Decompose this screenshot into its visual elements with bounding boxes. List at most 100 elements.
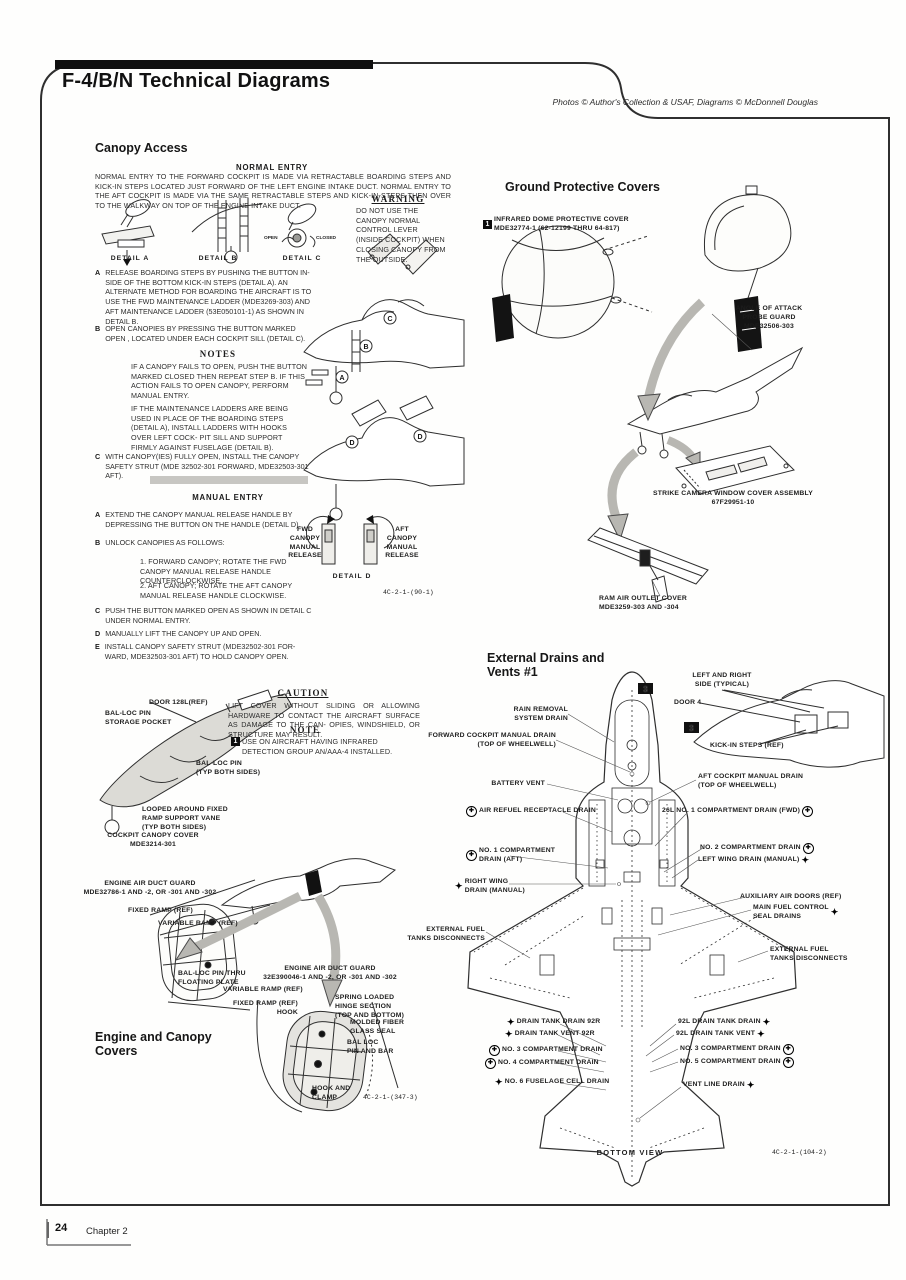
normal-entry-aircraft-sketch <box>303 299 465 405</box>
plain-drain-icon: ✦ <box>801 855 810 865</box>
manual-substep: 1. FORWARD CANOPY; ROTATE THE FWD CANOPY… <box>140 557 287 586</box>
diagram-label: LOOPED AROUND FIXED RAMP SUPPORT VANE (T… <box>142 806 228 831</box>
step-letter: A <box>95 510 101 519</box>
step-letter: B <box>95 324 101 333</box>
drain-label-group: ✦ DRAIN TANK DRAIN 92R <box>507 1018 600 1027</box>
drain-label-group: ✚ NO. 3 COMPARTMENT DRAIN <box>489 1045 603 1056</box>
drain-label-group: NO. 5 COMPARTMENT DRAIN ✚ <box>680 1057 794 1068</box>
diagram-label: FIXED RAMP (REF) HOOK <box>233 1000 299 1016</box>
drain-label-group: NO. 3 COMPARTMENT DRAIN ✚ <box>680 1044 794 1055</box>
svg-text:A: A <box>339 375 344 382</box>
cockpit-canopy-cover-sketch <box>99 689 293 835</box>
canopy-strut-sketch <box>367 233 438 275</box>
aoa-probe-guard-label: ANGLE OF ATTACK PROBE GUARD MDE32506-303 <box>735 305 803 330</box>
circled-drain-icon: ✚ <box>802 806 814 817</box>
drain-label-group: ✚ AIR REFUEL RECEPTACLE DRAIN <box>466 806 596 817</box>
warning-title: WARNING <box>371 194 425 204</box>
detail-a-sketch <box>101 199 155 266</box>
step-text: OPEN CANOPIES BY PRESSING THE BUTTON MAR… <box>105 324 306 343</box>
infrared-dome-label-group: 1 INFRARED DOME PROTECTIVE COVER MDE3277… <box>483 216 629 234</box>
plain-drain-icon: ✦ <box>495 1077 503 1087</box>
diagram-label: DOOR 128L(REF) <box>149 699 208 706</box>
diagram-label: AIR REFUEL RECEPTACLE DRAIN <box>479 807 596 815</box>
photo-credit: Photos © Author's Collection & USAF, Dia… <box>552 97 818 107</box>
section-heading-canopy-access: Canopy Access <box>95 141 188 155</box>
drain-label-group: 92L DRAIN TANK DRAIN ✦ <box>678 1018 770 1027</box>
step-text: UNLOCK CANOPIES AS FOLLOWS: <box>105 538 225 547</box>
diagram-label: 26L NO. 1 COMPARTMENT DRAIN (FWD) <box>662 807 801 815</box>
chapter-label: Chapter 2 <box>86 1226 128 1237</box>
closed-label: CLOSED <box>316 236 336 241</box>
leader-lines <box>485 313 769 1123</box>
diagram-label: NO. 3 COMPARTMENT DRAIN <box>680 1045 781 1053</box>
strike-camera-cover-sketch <box>675 445 795 495</box>
diagram-label: AUXILIARY AIR DOORS (REF) <box>740 893 842 900</box>
diagram-label: NO. 3 COMPARTMENT DRAIN <box>502 1046 603 1054</box>
step-letter: B <box>95 538 101 547</box>
detail-a-caption: DETAIL A <box>110 255 150 262</box>
aoa-probe-guard-sketch <box>734 296 762 352</box>
svg-text:B: B <box>363 344 368 351</box>
diagram-label: DOOR 4 <box>674 699 702 706</box>
diagram-label: LEFT WING DRAIN (MANUAL) <box>698 856 800 864</box>
figure-reference: 4C-2-1-(347-3) <box>363 1094 418 1101</box>
plain-drain-icon: ✦ <box>830 907 839 918</box>
notes-title: NOTES <box>199 349 237 359</box>
section-heading-engine-covers: Engine and Canopy Covers <box>95 1030 212 1059</box>
engine-covers-aircraft-sketch <box>220 858 397 925</box>
diagram-label: BATTERY VENT <box>491 780 545 787</box>
diagram-label: FIXED RAMP (REF) <box>128 907 194 914</box>
aft-release-label: AFT CANOPY MANUAL RELEASE <box>385 526 419 560</box>
plain-drain-icon: ✦ <box>757 1029 765 1039</box>
diagram-label: 92L DRAIN TANK DRAIN <box>678 1018 761 1026</box>
diagram-label: VARIABLE RAMP (REF) <box>223 986 303 993</box>
drain-label-group: MAIN FUEL CONTROL SEAL DRAINS ✦ <box>753 904 839 922</box>
fwd-release-label: FWD CANOPY MANUAL RELEASE <box>288 526 322 560</box>
drain-label-group: ✚ NO. 4 COMPARTMENT DRAIN <box>485 1058 599 1069</box>
detail-d-caption: DETAIL D <box>332 573 372 580</box>
diagram-label: BAL-LOC PIN THRU FLOATING PLATE <box>178 970 246 986</box>
note-paragraph: IF THE MAINTENANCE LADDERS ARE BEING USE… <box>131 404 289 452</box>
drain-label-group: ✦ RIGHT WING DRAIN (MANUAL) <box>455 878 525 896</box>
drain-label-group: VENT LINE DRAIN ✦ <box>683 1081 755 1090</box>
manual-step-b: B UNLOCK CANOPIES AS FOLLOWS: <box>95 538 313 548</box>
diagram-label: BAL-LOC PIN STORAGE POCKET <box>105 710 172 726</box>
drain-label-group: 92L DRAIN TANK VENT ✦ <box>676 1030 765 1039</box>
diagram-label: COCKPIT CANOPY COVER MDE3214-301 <box>107 832 199 848</box>
ram-air-cover-sketch <box>587 527 709 603</box>
page-number: 24 <box>47 1222 67 1238</box>
bottom-view-sketch <box>467 671 797 1187</box>
index-marker-3: 3 <box>638 683 653 695</box>
diagram-label: KICK-IN STEPS (REF) <box>710 742 784 749</box>
step-letter: D <box>95 629 101 638</box>
section-heading-ground-covers: Ground Protective Covers <box>505 180 660 194</box>
note-title: NOTE <box>289 725 321 735</box>
diagram-label: BAL LOC PIN AND BAR <box>347 1039 394 1055</box>
note-text: USE ON AIRCRAFT HAVING INFRARED DETECTIO… <box>242 737 393 756</box>
drain-label-group: ✦ DRAIN TANK VENT 92R <box>505 1030 595 1039</box>
diagram-label: NO. 5 COMPARTMENT DRAIN <box>680 1058 781 1066</box>
warning-text: DO NOT USE THE CANOPY NORMAL CONTROL LEV… <box>356 206 446 264</box>
circled-drain-icon: ✚ <box>802 843 814 854</box>
ram-air-cover-label: RAM AIR OUTLET COVER MDE3259-303 AND -30… <box>599 595 687 611</box>
figure-reference: 4C-2-1-(104-2) <box>772 1149 827 1156</box>
step-text: WITH CANOPY(IES) FULLY OPEN, INSTALL THE… <box>105 452 309 481</box>
diagram-label: RAIN REMOVAL SYSTEM DRAIN <box>513 706 568 722</box>
diagram-label: NO. 1 COMPARTMENT DRAIN (AFT) <box>479 847 556 863</box>
diagram-label: DRAIN TANK VENT 92R <box>514 1030 595 1038</box>
drain-label-group: LEFT WING DRAIN (MANUAL) ✦ <box>698 856 809 865</box>
drains-side-aircraft-sketch <box>693 680 885 768</box>
normal-entry-title: NORMAL ENTRY <box>236 163 308 172</box>
index-marker-1-icon: 1 <box>231 737 240 746</box>
drain-label-group: ✦ NO. 6 FUSELAGE CELL DRAIN <box>495 1078 609 1087</box>
manual-step-d: D MANUALLY LIFT THE CANOPY UP AND OPEN. <box>95 629 313 639</box>
diagram-label: MAIN FUEL CONTROL SEAL DRAINS <box>753 904 829 920</box>
step-text: INSTALL CANOPY SAFETY STRUT (MDE32502-30… <box>104 642 296 661</box>
bottom-view-caption: BOTTOM VIEW <box>596 1148 664 1157</box>
figure-reference: 4C-2-1-(90-1) <box>383 589 434 596</box>
svg-text:D: D <box>349 440 354 447</box>
diagram-label: ENGINE AIR DUCT GUARD MDE32786-1 AND -2,… <box>83 880 217 896</box>
diagram-label: NO. 4 COMPARTMENT DRAIN <box>498 1059 599 1067</box>
